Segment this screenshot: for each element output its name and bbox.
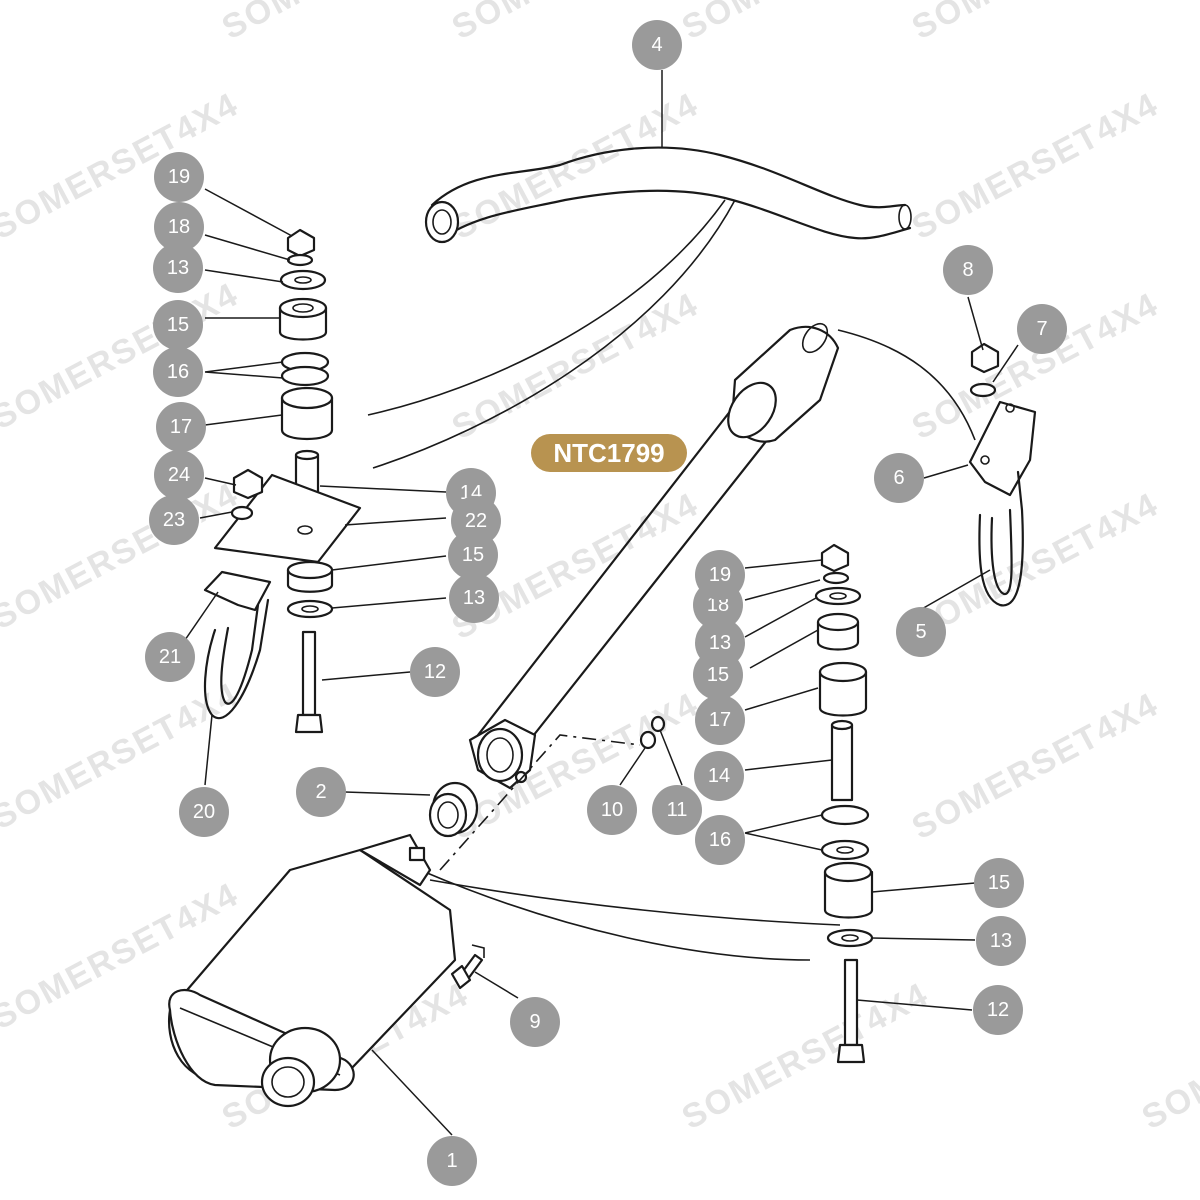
watermark-text: SOMERSET4X4 xyxy=(676,975,935,1137)
guide-line xyxy=(837,329,976,441)
watermark-text: SOMERSET4X4 xyxy=(1136,975,1200,1137)
callout-13-left-bottom[interactable]: 13 xyxy=(449,573,499,623)
callout-label: 1 xyxy=(446,1150,457,1172)
callout-label: 15 xyxy=(167,314,189,336)
part-right-mount xyxy=(814,543,874,1064)
guide-line xyxy=(372,199,736,469)
callout-14-right[interactable]: 14 xyxy=(694,751,744,801)
callout-9[interactable]: 9 xyxy=(510,997,560,1047)
callout-5[interactable]: 5 xyxy=(896,607,946,657)
callout-label: 10 xyxy=(601,799,623,821)
callout-6[interactable]: 6 xyxy=(874,453,924,503)
part-silencer xyxy=(168,833,457,1108)
callout-label: 13 xyxy=(463,587,485,609)
callout-label: 15 xyxy=(707,664,729,686)
callout-21[interactable]: 21 xyxy=(145,632,195,682)
callout-label: 15 xyxy=(462,544,484,566)
callout-20[interactable]: 20 xyxy=(179,787,229,837)
callout-label: 24 xyxy=(168,464,190,486)
callout-13-right-bottom[interactable]: 13 xyxy=(976,916,1026,966)
watermark-text: SOMERSET4X4 xyxy=(906,685,1165,847)
watermark-text: SOMERSET4X4 xyxy=(906,85,1165,247)
callout-label: 5 xyxy=(915,621,926,643)
watermark-text: SOMERSET4X4 xyxy=(0,275,245,437)
guide-line xyxy=(429,879,841,926)
callout-24[interactable]: 24 xyxy=(154,450,204,500)
guide-line xyxy=(367,199,726,416)
callout-label: 6 xyxy=(893,467,904,489)
callout-label: 12 xyxy=(987,999,1009,1021)
callout-13-left-top[interactable]: 13 xyxy=(153,243,203,293)
callout-label: 16 xyxy=(709,829,731,851)
callout-15-left-top[interactable]: 15 xyxy=(153,300,203,350)
callout-16-right[interactable]: 16 xyxy=(695,815,745,865)
alignment-line xyxy=(439,734,641,871)
callout-label: 22 xyxy=(465,510,487,532)
callout-18-left[interactable]: 18 xyxy=(154,202,204,252)
part-bolt-9 xyxy=(450,944,485,990)
callout-label: 13 xyxy=(167,257,189,279)
part-right-bracket xyxy=(968,342,1037,607)
callout-19-left[interactable]: 19 xyxy=(154,152,204,202)
callout-label: 18 xyxy=(168,216,190,238)
callout-label: 8 xyxy=(962,259,973,281)
callout-8[interactable]: 8 xyxy=(943,245,993,295)
callout-label: 23 xyxy=(163,509,185,531)
callout-label: 16 xyxy=(167,361,189,383)
callout-label: 11 xyxy=(667,799,688,821)
watermark-text: SOMERSET4X4 xyxy=(446,85,705,247)
part-tailpipe xyxy=(424,146,912,244)
callout-12-right[interactable]: 12 xyxy=(973,985,1023,1035)
callout-label: 19 xyxy=(709,564,731,586)
callout-1[interactable]: 1 xyxy=(427,1136,477,1186)
callout-17-right[interactable]: 17 xyxy=(695,695,745,745)
callout-12-left[interactable]: 12 xyxy=(410,647,460,697)
callout-label: 17 xyxy=(170,416,192,438)
watermark-text: SOMERSET4X4 xyxy=(906,485,1165,647)
watermark-text: SOMERSET4X4 xyxy=(0,85,245,247)
watermark-text: SOMERSET4X4 xyxy=(0,475,245,637)
callout-label: 7 xyxy=(1036,318,1047,340)
callout-2[interactable]: 2 xyxy=(296,767,346,817)
callout-15-right-top[interactable]: 15 xyxy=(693,650,743,700)
callout-19-right[interactable]: 19 xyxy=(695,550,745,600)
callout-label: 13 xyxy=(990,930,1012,952)
callout-label: 12 xyxy=(424,661,446,683)
callout-label: 20 xyxy=(193,801,215,823)
callout-label: 19 xyxy=(168,166,190,188)
callout-label: 21 xyxy=(159,646,181,668)
callout-22[interactable]: 22 xyxy=(451,496,501,546)
callout-label: 4 xyxy=(651,34,662,56)
callout-label: 14 xyxy=(708,765,730,787)
part-left-mount xyxy=(203,228,362,734)
callout-11[interactable]: 11 xyxy=(652,785,702,835)
callout-label: 15 xyxy=(988,872,1010,894)
callout-16-left[interactable]: 16 xyxy=(153,347,203,397)
callout-label: 9 xyxy=(529,1011,540,1033)
part-nuts-10-11 xyxy=(639,715,666,750)
callout-label: 13 xyxy=(709,632,731,654)
callout-23[interactable]: 23 xyxy=(149,495,199,545)
callout-15-right-bottom[interactable]: 15 xyxy=(974,858,1024,908)
leader-lines xyxy=(184,70,1019,1136)
part-intermediate-pipe xyxy=(468,322,840,790)
callout-10[interactable]: 10 xyxy=(587,785,637,835)
callout-label: 2 xyxy=(315,781,326,803)
watermark-text: SOMERSET4X4 xyxy=(906,0,1165,47)
callout-label: 17 xyxy=(709,709,731,731)
part-sealing-ring xyxy=(428,781,479,838)
watermark-text: SOMERSET4X4 xyxy=(216,0,475,47)
part-number-badge: NTC1799 xyxy=(531,434,687,472)
guide-line xyxy=(419,869,811,961)
callout-4[interactable]: 4 xyxy=(632,20,682,70)
callout-17-left[interactable]: 17 xyxy=(156,402,206,452)
watermark-text: SOMERSET4X4 xyxy=(446,285,705,447)
callout-7[interactable]: 7 xyxy=(1017,304,1067,354)
watermark-text: SOMERSET4X4 xyxy=(676,0,935,47)
